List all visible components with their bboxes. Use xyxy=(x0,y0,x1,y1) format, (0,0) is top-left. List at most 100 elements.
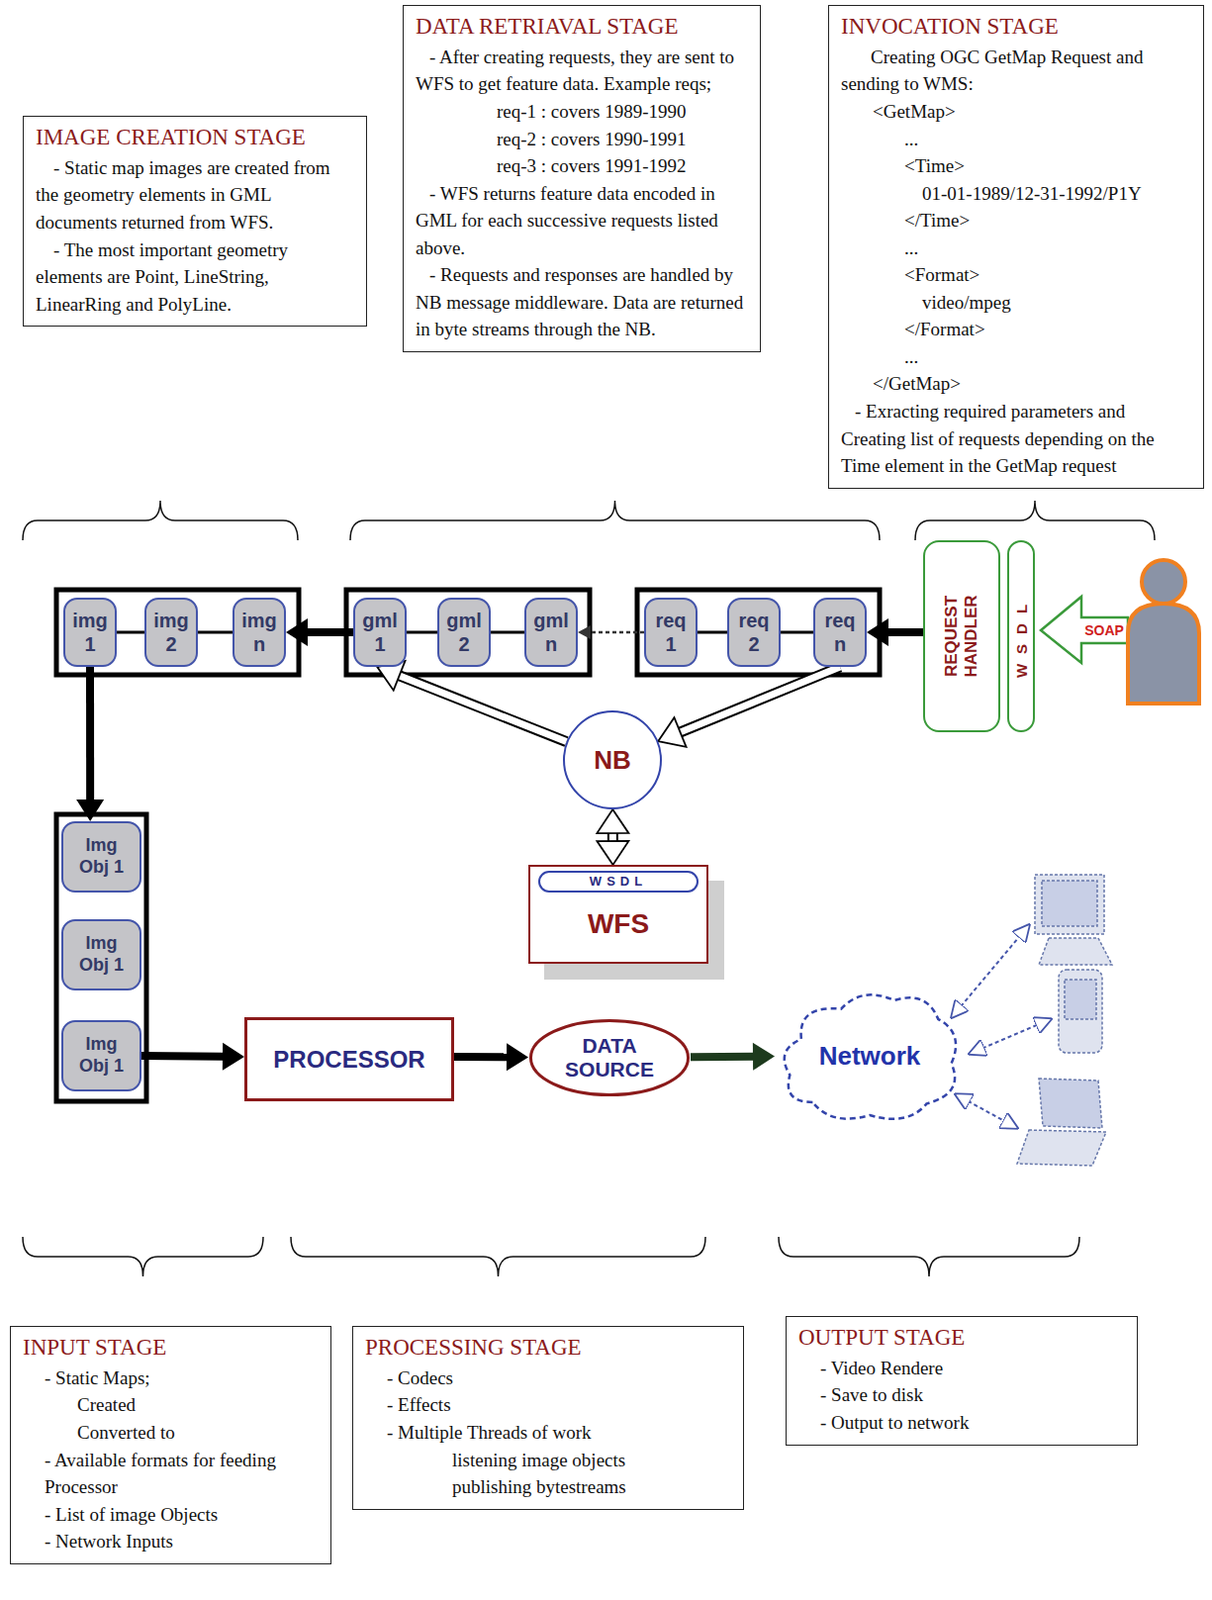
stage-callout: DATA RETRIAVAL STAGE- After creating req… xyxy=(402,4,761,353)
gml-item: gml n xyxy=(524,597,578,667)
image-object-column xyxy=(56,814,147,1102)
flow-connector xyxy=(285,618,354,647)
stage-note: req-1 : covers 1989-1990 xyxy=(415,97,750,126)
node-label: gml n xyxy=(533,608,569,656)
cloud-outline xyxy=(784,994,956,1119)
node-label: gml 1 xyxy=(362,608,398,656)
network-cloud: Network xyxy=(774,984,965,1128)
node-label: img 2 xyxy=(153,608,189,656)
node-label: img n xyxy=(241,608,278,656)
node-label: req n xyxy=(824,608,855,656)
curly-brace xyxy=(915,500,1155,541)
stage-note: - WFS returns feature data encoded in GM… xyxy=(415,180,750,263)
curly-brace xyxy=(290,1236,706,1277)
stage-note: publishing bytestreams xyxy=(365,1473,734,1501)
flow-connector xyxy=(141,1042,245,1071)
arrow-head xyxy=(285,618,308,647)
connector-line xyxy=(86,666,94,801)
stage-heading: INPUT STAGE xyxy=(22,1332,321,1363)
stage-note: - Exracting required parameters and Crea… xyxy=(840,397,1194,480)
connector-outline xyxy=(398,674,567,742)
stage-callout: INPUT STAGE- Static Maps;CreatedConverte… xyxy=(9,1325,332,1565)
flow-connector xyxy=(454,1042,529,1071)
image-object: Img Obj 1 xyxy=(61,821,142,893)
node-label: req 1 xyxy=(654,608,686,656)
image-object: Img Obj 1 xyxy=(61,1020,142,1092)
stage-note: - Static map images are created from the… xyxy=(35,154,357,237)
stage-note: ... xyxy=(840,234,1194,263)
flow-connector xyxy=(866,618,924,647)
arrow-head xyxy=(76,799,104,822)
node-label: gml 2 xyxy=(446,608,482,656)
node-label: REQUEST HANDLER xyxy=(941,581,981,691)
request-handler: REQUEST HANDLER xyxy=(923,540,1001,733)
node-label: WFS xyxy=(587,908,650,940)
node-label: DATA SOURCE xyxy=(555,1033,664,1082)
soap-arrow xyxy=(1040,596,1128,663)
image-item: img n xyxy=(232,597,286,667)
stage-note: Created xyxy=(22,1391,321,1419)
data-source-ellipse: DATA SOURCE xyxy=(528,1018,691,1098)
stage-note: - Effects xyxy=(365,1391,734,1419)
stage-note: - List of image Objects xyxy=(22,1500,321,1529)
arrow-head xyxy=(657,717,686,747)
stage-note: - Requests and responses are handled by … xyxy=(415,261,750,344)
laptop-computer xyxy=(1017,1078,1107,1166)
user-head xyxy=(1141,559,1186,604)
circle-outline xyxy=(563,711,661,809)
flow-connector xyxy=(596,809,629,865)
stage-note: Converted to xyxy=(22,1418,321,1447)
connector-line xyxy=(454,1052,508,1061)
stage-note: </Time> xyxy=(840,206,1194,235)
flow-connector xyxy=(577,625,645,640)
node-label: PROCESSOR xyxy=(273,1045,425,1074)
node-label: Network xyxy=(819,1040,922,1072)
arrow-head xyxy=(596,809,629,834)
wfs-service: WSDL WFS xyxy=(528,864,709,964)
stage-note: - Multiple Threads of work xyxy=(365,1418,734,1447)
flow-connector xyxy=(657,666,840,747)
stage-note: - The most important geometry elements a… xyxy=(35,236,357,319)
user-body xyxy=(1127,603,1200,704)
ellipse-outline xyxy=(530,1020,688,1095)
curly-brace xyxy=(22,500,298,541)
gml-list-bar xyxy=(346,589,590,675)
stage-note: <GetMap> xyxy=(840,97,1194,126)
connector-fill xyxy=(398,674,567,742)
connector-line xyxy=(306,628,354,637)
flow-connector xyxy=(76,666,104,822)
stage-note: req-3 : covers 1991-1992 xyxy=(415,152,750,181)
stage-note: </Format> xyxy=(840,315,1194,344)
stage-heading: OUTPUT STAGE xyxy=(798,1322,1127,1353)
node-label: Img Obj 1 xyxy=(72,835,132,878)
image-list-bar xyxy=(56,589,299,675)
stage-note: listening image objects xyxy=(365,1446,734,1475)
node-label: Img Obj 1 xyxy=(72,932,132,976)
request-item: req 1 xyxy=(644,597,698,667)
node-label: WSDL xyxy=(538,870,699,893)
connector-outline xyxy=(679,666,840,733)
stage-note: - After creating requests, they are sent… xyxy=(415,43,750,98)
stage-note: 01-01-1989/12-31-1992/P1Y xyxy=(840,180,1194,208)
stage-note: ... xyxy=(840,343,1194,372)
desktop-computer xyxy=(1034,874,1113,965)
arrow-head xyxy=(577,625,591,640)
stage-note: - Output to network xyxy=(798,1408,1127,1437)
wsdl-interface: WSDL xyxy=(1007,540,1035,733)
stage-note: Creating OGC GetMap Request and sending … xyxy=(840,43,1194,98)
stage-note: <Format> xyxy=(840,261,1194,289)
arrow-head xyxy=(222,1042,245,1071)
request-item: req 2 xyxy=(727,597,781,667)
connector-line xyxy=(141,1051,224,1061)
curly-brace xyxy=(22,1236,264,1277)
connector-line xyxy=(887,628,924,637)
stage-note: - Save to disk xyxy=(798,1381,1127,1409)
stage-callout: PROCESSING STAGE- Codecs- Effects- Multi… xyxy=(352,1325,745,1510)
stage-callout: OUTPUT STAGE- Video Rendere- Save to dis… xyxy=(785,1315,1138,1446)
flow-connector xyxy=(376,660,566,743)
broker-circle: NB xyxy=(562,710,662,810)
stage-note: - Static Maps; xyxy=(22,1364,321,1393)
stage-note: req-2 : covers 1990-1991 xyxy=(415,125,750,154)
